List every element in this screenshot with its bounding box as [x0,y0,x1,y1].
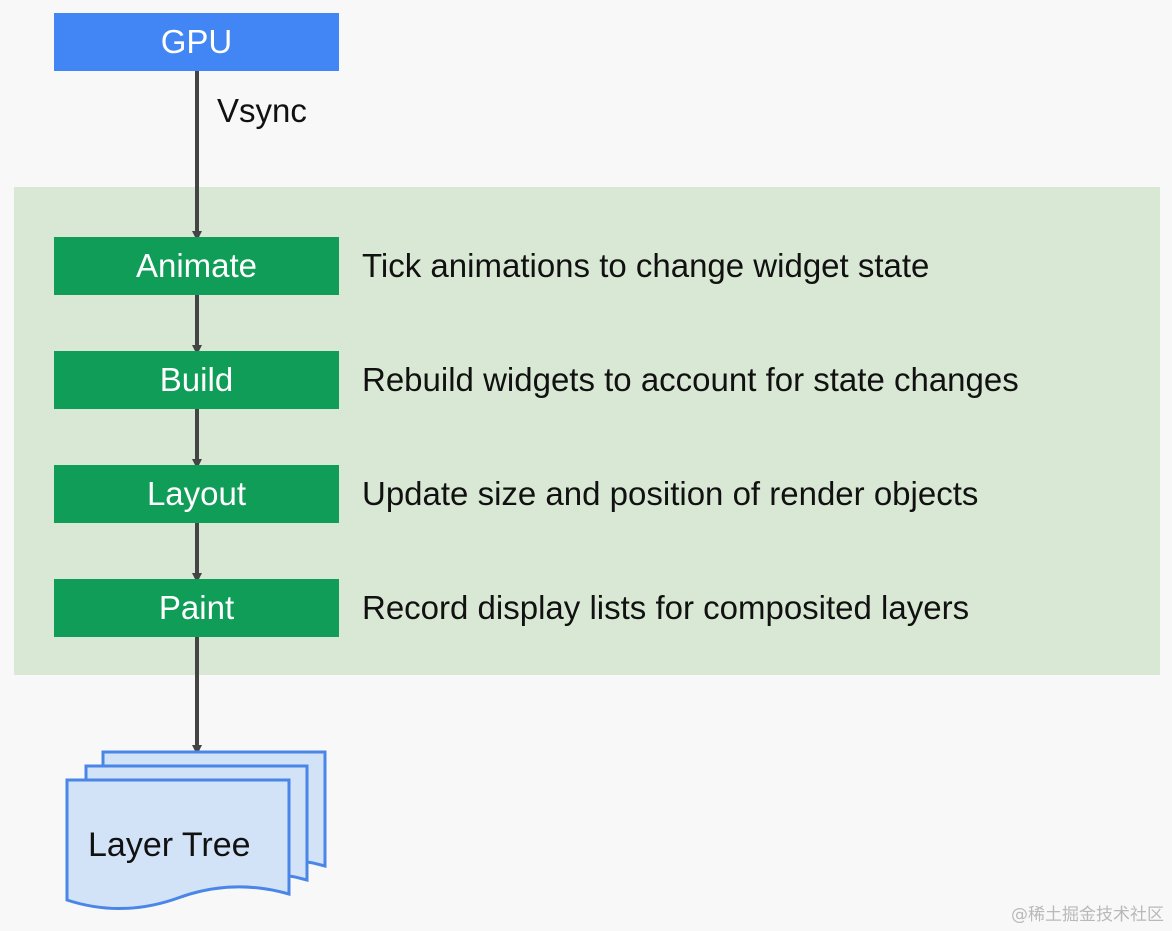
stage-description-animate: Tick animations to change widget state [362,247,930,284]
layer-tree-label: Layer Tree [88,826,251,864]
stage-description-paint: Record display lists for composited laye… [362,589,970,626]
stacked-documents-icon [65,750,327,911]
stage-box-paint: Paint [54,579,339,637]
stage-description-layout: Update size and position of render objec… [362,475,979,512]
watermark: @稀土掘金技术社区 [1011,905,1164,925]
stage-box-build: Build [54,351,339,409]
stage-box-animate: Animate [54,237,339,295]
gpu-box: GPU [54,13,339,71]
stage-description-build: Rebuild widgets to account for state cha… [362,361,1019,398]
stage-box-layout: Layout [54,465,339,523]
vsync-label: Vsync [217,92,307,129]
